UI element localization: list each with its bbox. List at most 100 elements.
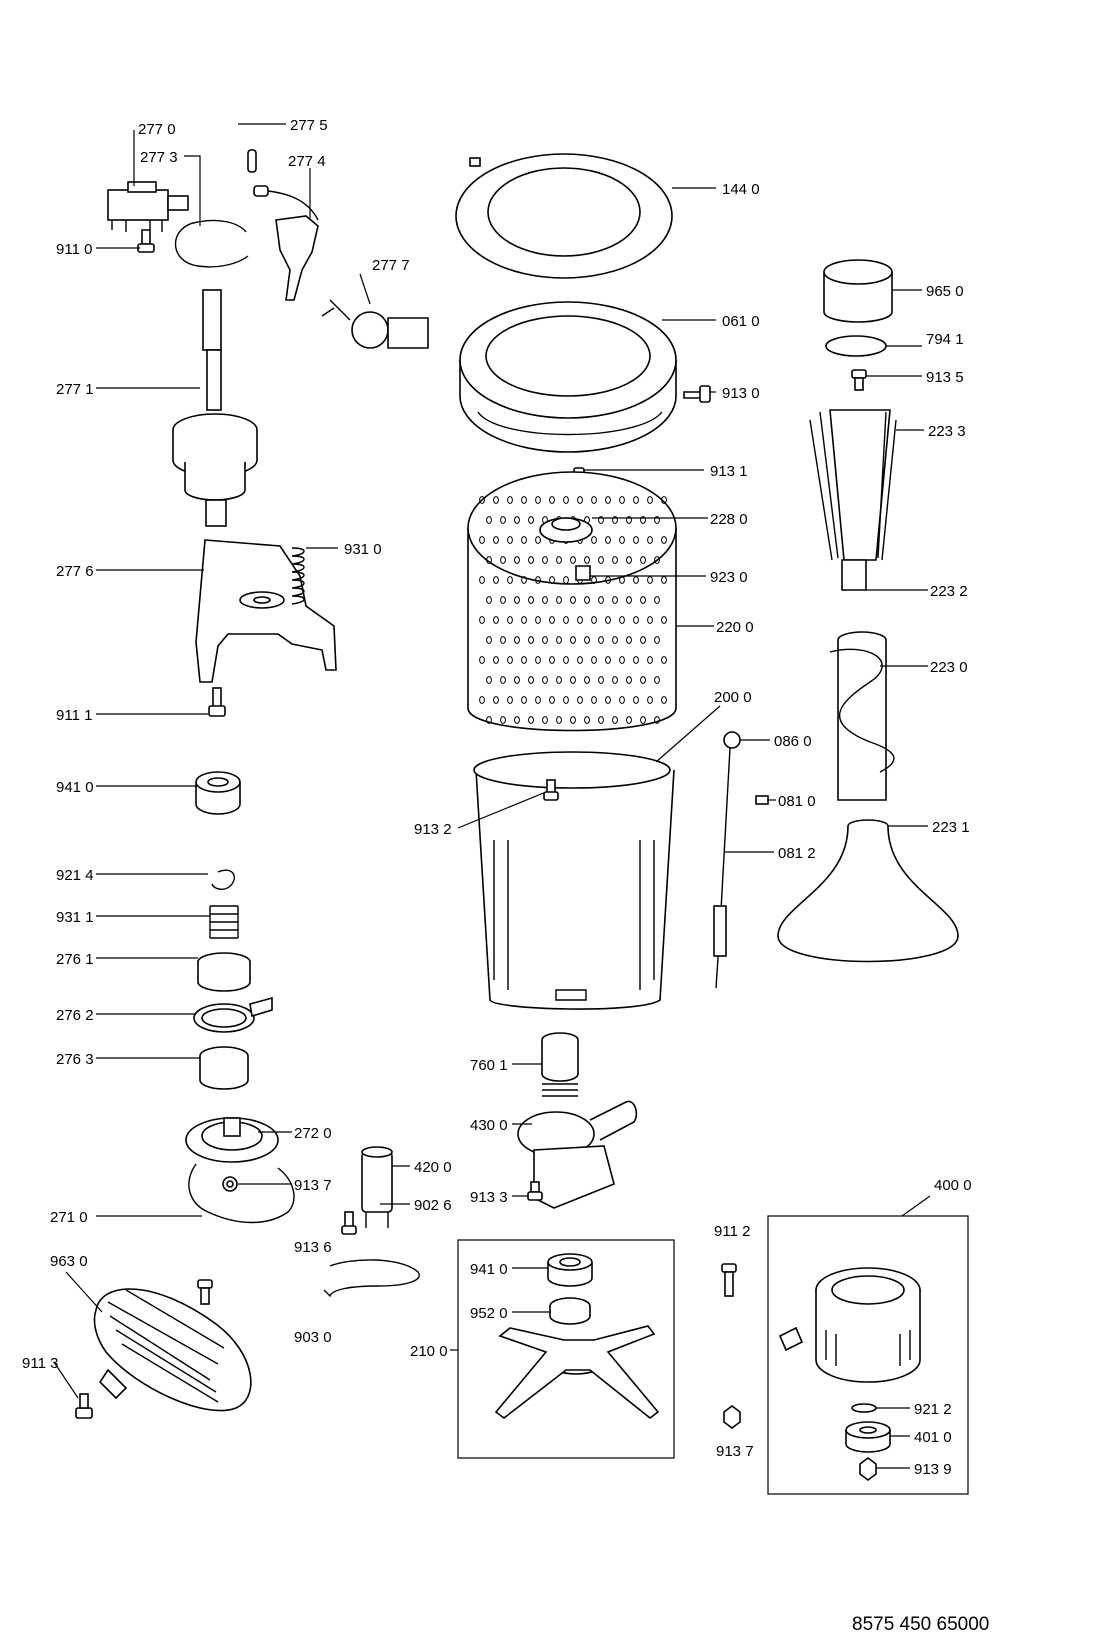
label-9410-center: 941 0	[470, 1261, 508, 1278]
drum-hole	[486, 516, 492, 524]
drum-hole	[605, 496, 611, 504]
label-2773: 277 3	[140, 149, 178, 166]
capacitor-4200	[361, 1146, 393, 1228]
label-0812: 081 2	[778, 845, 816, 862]
drum-hole	[556, 556, 562, 564]
drum-hole	[528, 556, 534, 564]
drum-hole	[640, 556, 646, 564]
drum-hole	[598, 636, 604, 644]
clip-bracket	[321, 299, 429, 349]
drum-hole	[486, 716, 492, 724]
document-code: 8575 450 65000	[852, 1614, 989, 1635]
label-2763: 276 3	[56, 1051, 94, 1068]
drum-hole	[500, 556, 506, 564]
label-9520: 952 0	[470, 1305, 508, 1322]
drum-hole	[654, 596, 660, 604]
drum-hole	[640, 516, 646, 524]
drum-hole	[626, 596, 632, 604]
drum-hole	[612, 596, 618, 604]
label-2200: 220 0	[716, 619, 754, 636]
screw-9111	[208, 687, 226, 717]
drum-hole	[605, 616, 611, 624]
label-9132: 913 2	[414, 821, 452, 838]
drum-hole	[479, 656, 485, 664]
switch-assembly	[107, 181, 189, 232]
drum-hole	[619, 496, 625, 504]
drum-hole	[528, 716, 534, 724]
label-1440: 144 0	[722, 181, 760, 198]
drum-hole	[647, 696, 653, 704]
label-0810: 081 0	[778, 793, 816, 810]
drum-hole	[521, 616, 527, 624]
drum-hole	[577, 656, 583, 664]
drum-hole	[626, 676, 632, 684]
label-0610: 061 0	[722, 313, 760, 330]
bearing-9410-center	[547, 1253, 593, 1287]
lever-switch	[253, 185, 319, 301]
nut-9137-left	[222, 1176, 238, 1192]
drum-hole	[528, 676, 534, 684]
label-7941: 794 1	[926, 331, 964, 348]
drum-hole	[598, 556, 604, 564]
label-2230: 223 0	[930, 659, 968, 676]
washer-9212	[851, 1403, 877, 1413]
drum-hole	[612, 676, 618, 684]
label-2776: 277 6	[56, 563, 94, 580]
drum-hole	[598, 716, 604, 724]
label-2720: 272 0	[294, 1125, 332, 1142]
drum-hole	[521, 656, 527, 664]
drum-hole	[647, 496, 653, 504]
drum-hole	[591, 656, 597, 664]
drum-hole	[577, 696, 583, 704]
drum-hole	[528, 516, 534, 524]
part-labels: 277 0 277 5 277 3 277 4 911 0 277 7 277 …	[22, 117, 972, 1478]
drum-hole	[626, 716, 632, 724]
drum-hole	[591, 616, 597, 624]
pump-4300	[517, 1100, 638, 1209]
drum-hole	[612, 636, 618, 644]
drum-hole	[535, 696, 541, 704]
drum-hole	[612, 516, 618, 524]
agitator-fins-2233	[809, 409, 897, 591]
drum-hole	[577, 616, 583, 624]
label-2233: 223 3	[928, 423, 966, 440]
drum-hole	[633, 496, 639, 504]
drum-hole	[479, 696, 485, 704]
label-9310: 931 0	[344, 541, 382, 558]
label-9630: 963 0	[50, 1253, 88, 1270]
label-9137-left: 913 7	[294, 1177, 332, 1194]
motor-box	[767, 1215, 969, 1495]
drum-hole	[479, 616, 485, 624]
drum-hole	[500, 716, 506, 724]
drum-hole	[570, 636, 576, 644]
cup-2761	[197, 952, 251, 992]
drum-hole	[654, 676, 660, 684]
drum-hole	[563, 616, 569, 624]
drum-hole	[654, 636, 660, 644]
screw-9132	[543, 779, 559, 801]
drum-hole	[500, 516, 506, 524]
drum-hole	[486, 596, 492, 604]
drum-hole	[528, 596, 534, 604]
nut-9137-right	[723, 1405, 741, 1429]
label-2232: 223 2	[930, 583, 968, 600]
drum-hole	[654, 716, 660, 724]
drum-hole	[598, 676, 604, 684]
label-9130: 913 0	[722, 385, 760, 402]
drum-hole	[493, 696, 499, 704]
hub-2280	[539, 517, 593, 543]
drum-hole	[626, 636, 632, 644]
drum-hole	[535, 536, 541, 544]
screw-9135	[851, 369, 867, 391]
drum-hole	[500, 596, 506, 604]
tub-2000	[473, 751, 675, 1010]
drum-hole	[556, 636, 562, 644]
label-4010: 401 0	[914, 1429, 952, 1446]
drum-hole	[661, 536, 667, 544]
drum-hole	[570, 596, 576, 604]
drum-hole	[535, 616, 541, 624]
drum-hole	[591, 536, 597, 544]
label-2761: 276 1	[56, 951, 94, 968]
drum-hole	[626, 516, 632, 524]
